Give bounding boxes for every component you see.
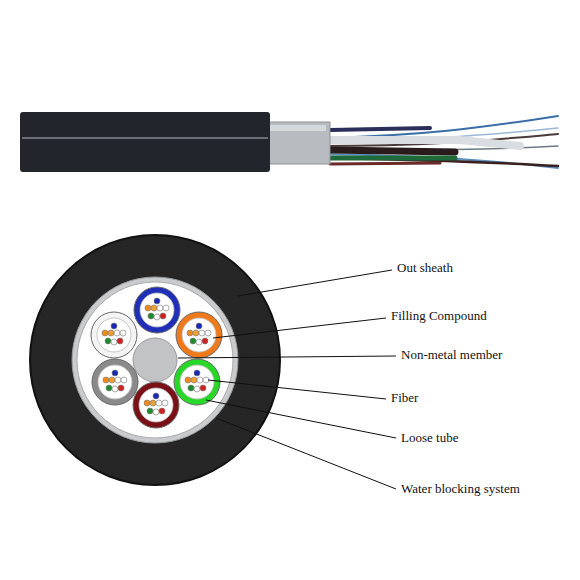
sheath-stripe xyxy=(22,137,268,139)
water-blocking-tape xyxy=(264,122,330,164)
part-label: Loose tube xyxy=(400,430,459,446)
loose-tube-symbol xyxy=(176,312,222,358)
tape-highlight xyxy=(268,125,326,131)
part-label: Fiber xyxy=(390,390,419,406)
loose-tube-symbol xyxy=(92,359,138,405)
part-label: Non-metal member xyxy=(400,347,503,363)
loose-tube-symbol xyxy=(133,382,179,428)
part-label: Out sheath xyxy=(396,260,454,276)
leader-lines xyxy=(178,270,396,489)
part-label: Water blocking system xyxy=(400,481,521,497)
outer-sheath-side xyxy=(20,112,270,172)
loose-tube-symbol xyxy=(134,287,180,333)
side-view xyxy=(320,116,558,168)
part-label: Filling Compound xyxy=(390,308,488,324)
loose-tube-symbol xyxy=(91,312,137,358)
loose-tube-symbol xyxy=(174,359,220,405)
cross-section xyxy=(30,235,280,485)
